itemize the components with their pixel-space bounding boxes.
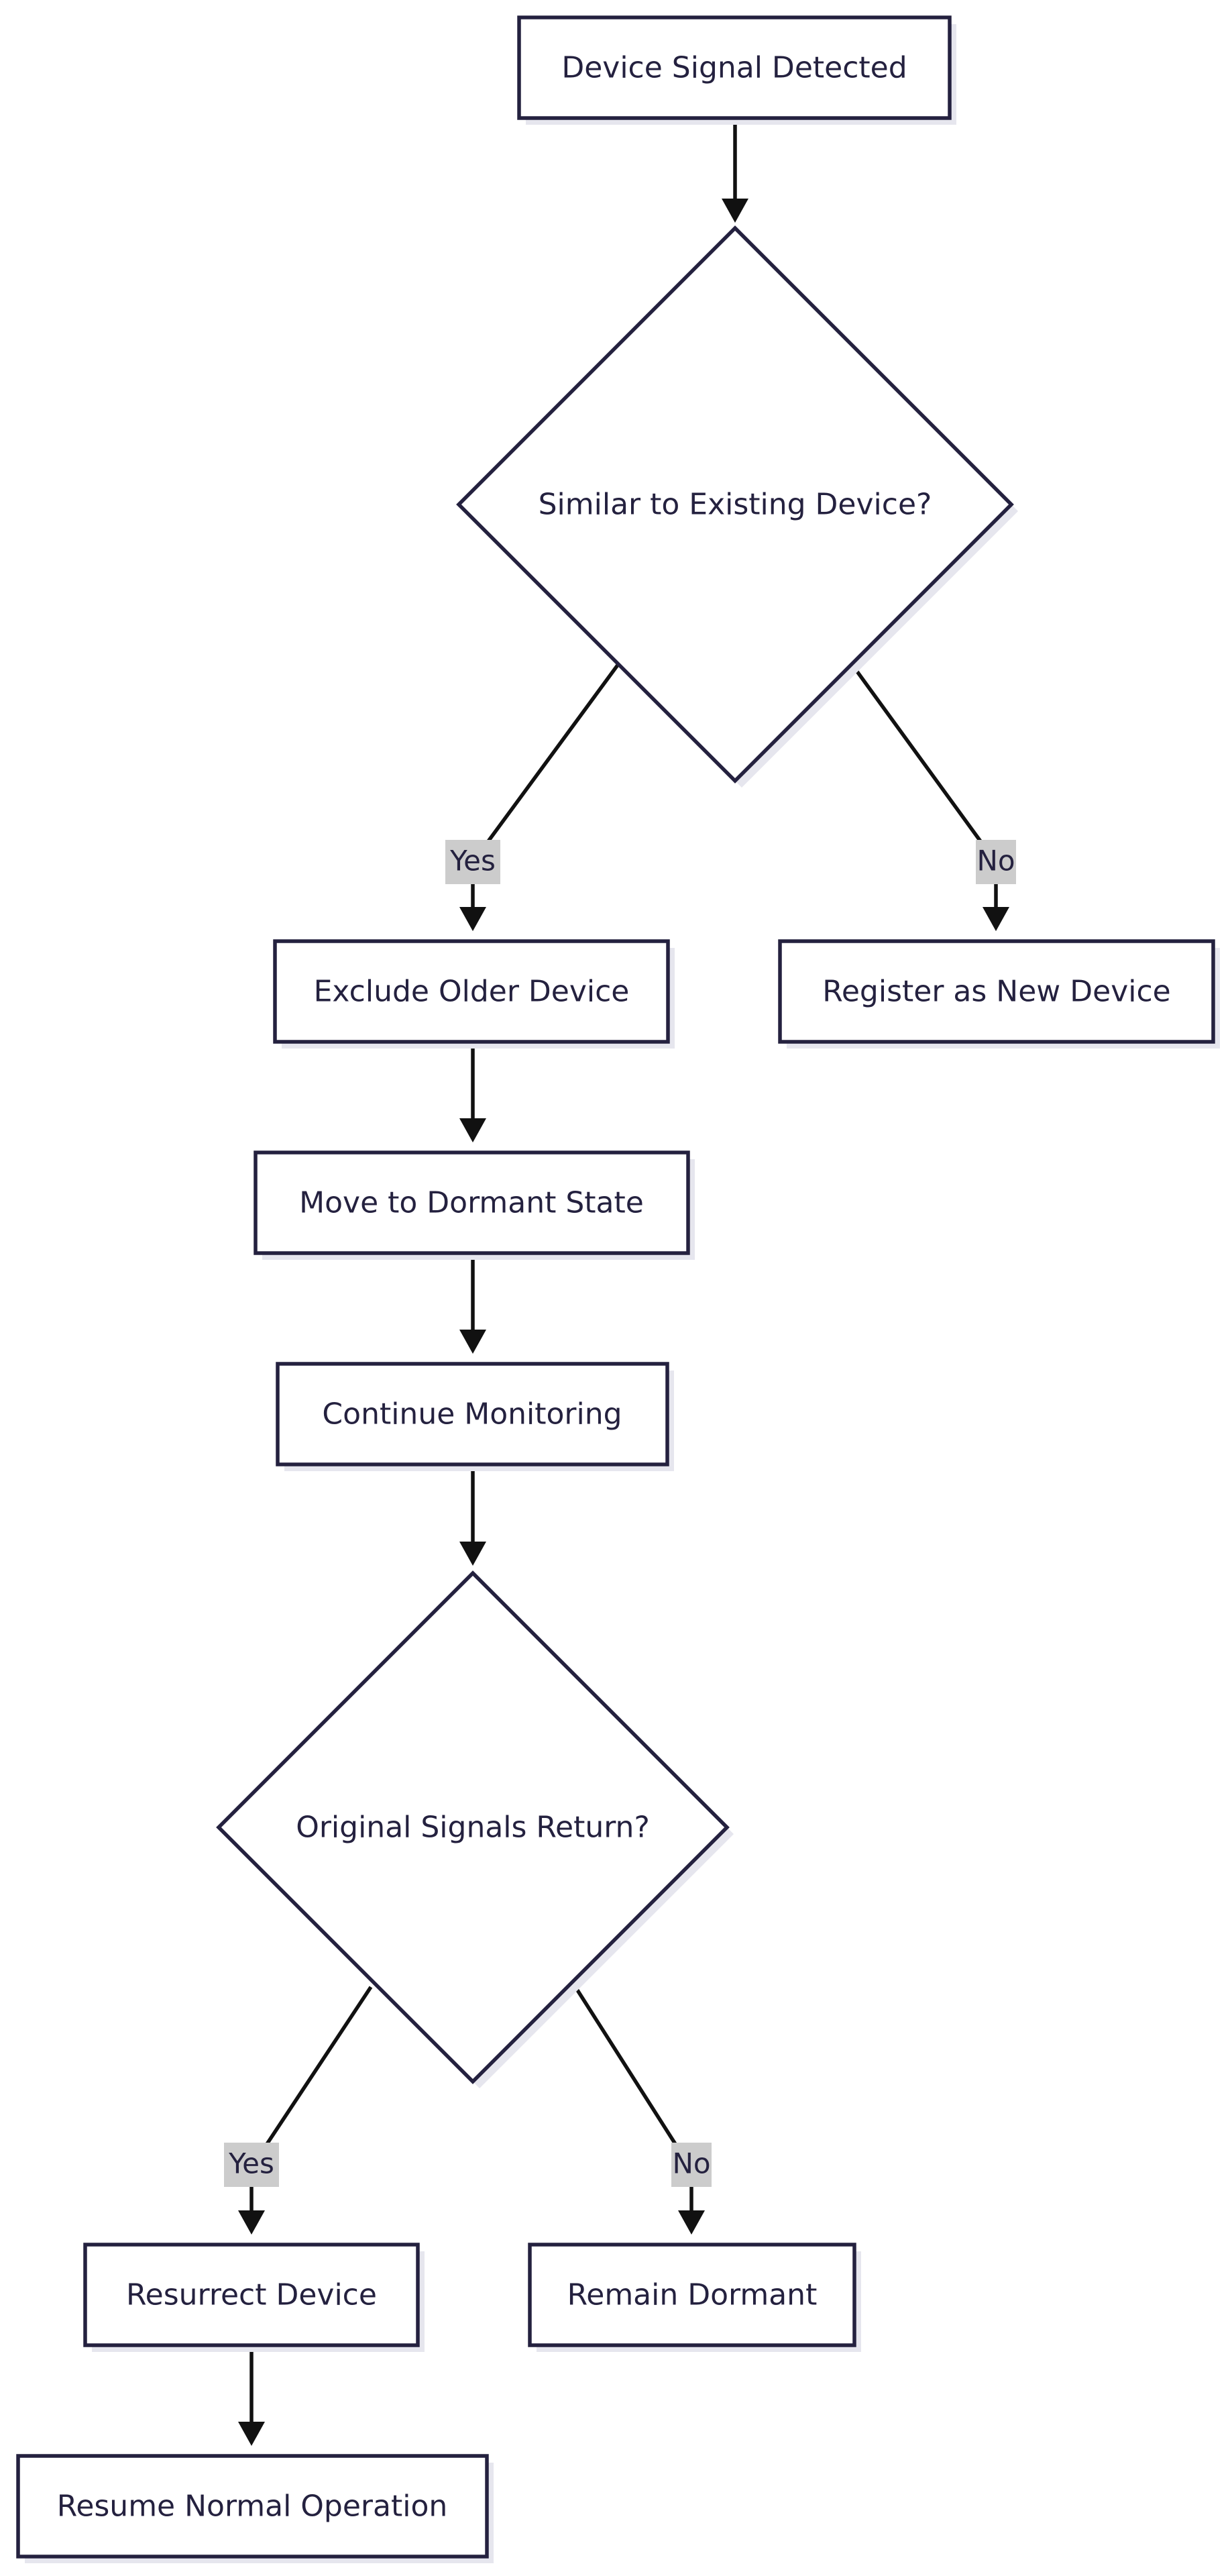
edge-label-text: No — [976, 845, 1015, 877]
edge-similar-no — [850, 663, 1009, 931]
node-label: Resurrect Device — [126, 2278, 377, 2312]
edge-detected-to-similar — [722, 118, 748, 223]
node-remain-dormant: Remain Dormant — [528, 2243, 861, 2352]
node-label: Similar to Existing Device? — [539, 488, 932, 522]
edge-similar-yes — [459, 663, 620, 931]
node-label: Original Signals Return? — [296, 1811, 650, 1845]
node-label: Register as New Device — [822, 975, 1170, 1009]
node-label: Exclude Older Device — [314, 975, 630, 1009]
edge-return-yes — [238, 1986, 373, 2235]
edge-resurrect-to-resume — [238, 2345, 265, 2446]
edge-label-return-no: No — [671, 2143, 712, 2187]
node-label: Continue Monitoring — [322, 1397, 622, 1432]
node-label: Move to Dormant State — [299, 1186, 644, 1220]
node-device-signal-detected: Device Signal Detected — [517, 15, 956, 125]
edge-label-similar-no: No — [976, 840, 1016, 884]
node-continue-monitoring: Continue Monitoring — [276, 1362, 674, 1471]
edge-label-text: Yes — [449, 845, 496, 877]
node-resume-normal-operation: Resume Normal Operation — [16, 2454, 494, 2563]
edge-return-no — [573, 1986, 705, 2235]
node-label: Resume Normal Operation — [57, 2489, 448, 2524]
edge-label-similar-yes: Yes — [445, 840, 500, 884]
node-register-new-device: Register as New Device — [778, 939, 1220, 1049]
node-similar-to-existing: Similar to Existing Device? — [456, 225, 1018, 788]
edge-monitoring-to-return — [459, 1464, 486, 1566]
edge-label-return-yes: Yes — [224, 2143, 279, 2187]
node-label: Device Signal Detected — [561, 51, 907, 85]
node-resurrect-device: Resurrect Device — [83, 2243, 425, 2352]
node-exclude-older-device: Exclude Older Device — [273, 939, 675, 1049]
edge-label-text: No — [672, 2147, 710, 2180]
node-original-signals-return: Original Signals Return? — [216, 1570, 734, 2088]
edge-exclude-to-dormant — [459, 1042, 486, 1142]
edge-label-text: Yes — [228, 2147, 274, 2180]
node-label: Remain Dormant — [567, 2278, 818, 2312]
node-move-to-dormant: Move to Dormant State — [254, 1150, 695, 1260]
edge-dormant-to-monitoring — [459, 1253, 486, 1354]
